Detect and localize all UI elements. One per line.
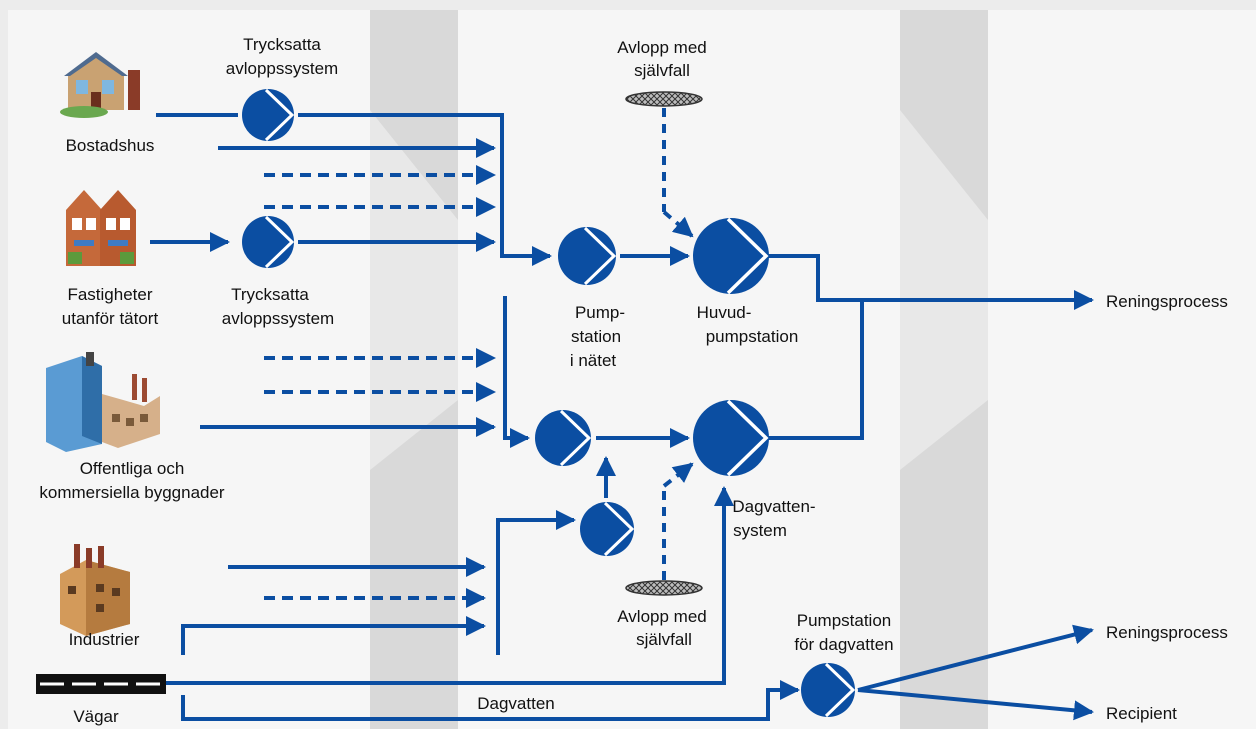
pump-icon — [558, 226, 617, 286]
label-fastigheter-1: Fastigheter — [67, 285, 152, 304]
label-offentliga-1: Offentliga och — [80, 459, 185, 478]
pump-icon — [242, 88, 295, 142]
label-dagvattensystem-1: Dagvatten- — [732, 497, 815, 516]
townhouses-icon — [66, 190, 136, 266]
flow-to-reningsprocess-bottom — [857, 624, 1094, 692]
label-huvudpump-2: pumpstation — [706, 327, 799, 346]
manhole-icon — [625, 580, 703, 596]
pump-icon — [693, 399, 769, 477]
flow-collector-to-pump — [503, 296, 530, 448]
label-fastigheter-2: utanför tätort — [62, 309, 159, 328]
flow-industry-collector — [496, 510, 576, 655]
output-labels: Reningsprocess Reningsprocess Recipient — [1106, 292, 1228, 723]
flow-dagvatten-to-pump — [181, 680, 800, 721]
manhole-icon — [625, 91, 703, 107]
label-avlopp-bottom-1: Avlopp med — [617, 607, 706, 626]
label-recipient: Recipient — [1106, 704, 1177, 723]
label-pumpstation-natet-1: Pump- — [575, 303, 625, 322]
label-trycksatta-top-2: avloppssystem — [226, 59, 338, 78]
label-bostadshus: Bostadshus — [66, 136, 155, 155]
house-icon — [60, 52, 140, 118]
flow-to-recipient — [857, 688, 1094, 721]
label-dagvattensystem-2: system — [733, 521, 787, 540]
label-avlopp-top-2: självfall — [634, 61, 690, 80]
label-avlopp-top-1: Avlopp med — [617, 38, 706, 57]
chevron-1 — [370, 110, 458, 470]
pump-icon — [693, 217, 769, 295]
flow-pressure-top-to-network-pump — [298, 113, 552, 266]
chevron-2 — [900, 110, 988, 470]
source-labels: Bostadshus Fastigheter utanför tätort Of… — [39, 136, 225, 726]
flow-gravity-bottom-arrow — [662, 462, 694, 488]
pump-icon — [242, 215, 295, 269]
flow-main-to-reningsprocess — [768, 254, 1094, 310]
label-pumpstation-natet-2: station — [571, 327, 621, 346]
label-trycksatta-top-1: Trycksatta — [243, 35, 321, 54]
background-panels — [8, 10, 1256, 729]
flow-road-to-collector — [181, 616, 486, 655]
label-industrier: Industrier — [69, 630, 140, 649]
label-vagar: Vägar — [73, 707, 119, 726]
panel-network — [458, 10, 900, 729]
pump-icon — [580, 501, 635, 557]
panel-outputs — [988, 10, 1256, 729]
label-avlopp-bottom-2: självfall — [636, 630, 692, 649]
flow-dagvatten-to-reningsprocess — [768, 300, 864, 440]
network-labels: Trycksatta avloppssystem Trycksatta avlo… — [222, 35, 894, 713]
factory-icon — [60, 544, 130, 636]
label-pump-dagvatten-1: Pumpstation — [797, 611, 892, 630]
label-pumpstation-natet-3: i nätet — [570, 351, 617, 370]
flow-gravity-top-arrow — [662, 210, 694, 238]
label-pump-dagvatten-2: för dagvatten — [794, 635, 893, 654]
label-dagvatten: Dagvatten — [477, 694, 555, 713]
flow-road-dagvatten — [166, 486, 734, 685]
pump-icon — [535, 409, 592, 467]
label-reningsprocess-bottom: Reningsprocess — [1106, 623, 1228, 642]
label-trycksatta-mid-2: avloppssystem — [222, 309, 334, 328]
label-offentliga-2: kommersiella byggnader — [39, 483, 225, 502]
pump-icon — [801, 662, 856, 718]
flow-lines — [150, 108, 1094, 721]
label-huvudpump-1: Huvud- — [697, 303, 752, 322]
office-building-icon — [46, 352, 160, 452]
label-reningsprocess-top: Reningsprocess — [1106, 292, 1228, 311]
road-icon — [36, 674, 166, 694]
label-trycksatta-mid-1: Trycksatta — [231, 285, 309, 304]
